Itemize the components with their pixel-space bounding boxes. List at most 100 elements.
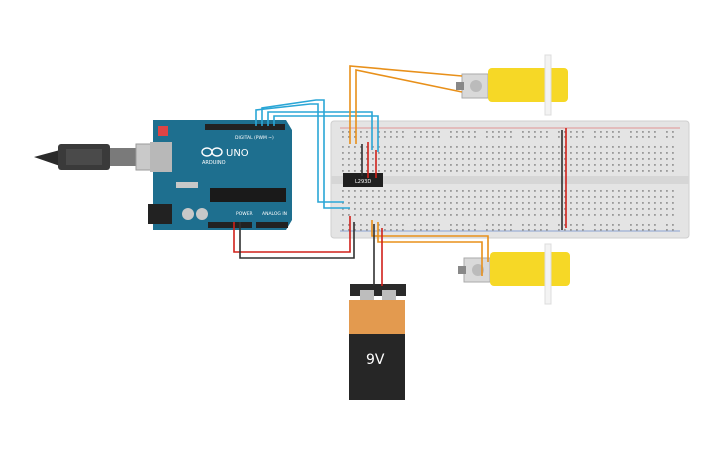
breadboard-hole[interactable] — [450, 214, 452, 216]
breadboard-hole[interactable] — [498, 131, 500, 133]
breadboard-hole[interactable] — [456, 164, 458, 166]
breadboard-hole[interactable] — [456, 136, 458, 138]
breadboard-hole[interactable] — [450, 131, 452, 133]
breadboard-hole[interactable] — [588, 158, 590, 160]
breadboard-hole[interactable] — [348, 202, 350, 204]
breadboard-hole[interactable] — [606, 136, 608, 138]
breadboard-hole[interactable] — [576, 136, 578, 138]
breadboard-hole[interactable] — [360, 131, 362, 133]
breadboard-hole[interactable] — [642, 164, 644, 166]
breadboard-hole[interactable] — [666, 224, 668, 226]
breadboard-hole[interactable] — [348, 224, 350, 226]
breadboard-hole[interactable] — [396, 164, 398, 166]
breadboard-hole[interactable] — [588, 190, 590, 192]
breadboard-hole[interactable] — [462, 131, 464, 133]
breadboard-hole[interactable] — [420, 229, 422, 231]
breadboard-hole[interactable] — [576, 229, 578, 231]
breadboard-hole[interactable] — [402, 158, 404, 160]
breadboard-hole[interactable] — [342, 196, 344, 198]
breadboard-hole[interactable] — [474, 229, 476, 231]
breadboard-hole[interactable] — [396, 170, 398, 172]
breadboard-hole[interactable] — [354, 196, 356, 198]
breadboard-hole[interactable] — [342, 131, 344, 133]
breadboard-hole[interactable] — [612, 152, 614, 154]
breadboard-hole[interactable] — [492, 202, 494, 204]
breadboard-hole[interactable] — [594, 152, 596, 154]
breadboard-hole[interactable] — [534, 164, 536, 166]
breadboard-hole[interactable] — [534, 196, 536, 198]
breadboard-hole[interactable] — [672, 208, 674, 210]
breadboard-hole[interactable] — [372, 170, 374, 172]
breadboard-hole[interactable] — [576, 208, 578, 210]
breadboard-hole[interactable] — [408, 202, 410, 204]
breadboard-hole[interactable] — [564, 131, 566, 133]
breadboard-hole[interactable] — [612, 146, 614, 148]
breadboard-hole[interactable] — [360, 146, 362, 148]
breadboard-hole[interactable] — [396, 202, 398, 204]
breadboard-hole[interactable] — [342, 208, 344, 210]
breadboard-hole[interactable] — [378, 229, 380, 231]
breadboard-hole[interactable] — [648, 131, 650, 133]
l293d-chip[interactable]: L293D — [343, 173, 383, 187]
breadboard-hole[interactable] — [606, 190, 608, 192]
breadboard-hole[interactable] — [666, 152, 668, 154]
breadboard-hole[interactable] — [456, 190, 458, 192]
breadboard-hole[interactable] — [480, 214, 482, 216]
breadboard-hole[interactable] — [372, 158, 374, 160]
breadboard-hole[interactable] — [456, 202, 458, 204]
breadboard-hole[interactable] — [636, 170, 638, 172]
breadboard-hole[interactable] — [372, 202, 374, 204]
breadboard-hole[interactable] — [378, 170, 380, 172]
breadboard-hole[interactable] — [414, 214, 416, 216]
breadboard-hole[interactable] — [648, 152, 650, 154]
breadboard-hole[interactable] — [498, 208, 500, 210]
breadboard-hole[interactable] — [570, 208, 572, 210]
breadboard-hole[interactable] — [672, 224, 674, 226]
breadboard-hole[interactable] — [468, 196, 470, 198]
breadboard-hole[interactable] — [582, 158, 584, 160]
breadboard-hole[interactable] — [492, 158, 494, 160]
breadboard-hole[interactable] — [594, 164, 596, 166]
breadboard-hole[interactable] — [642, 170, 644, 172]
breadboard-hole[interactable] — [360, 202, 362, 204]
breadboard-hole[interactable] — [522, 131, 524, 133]
breadboard-hole[interactable] — [498, 202, 500, 204]
breadboard-hole[interactable] — [510, 136, 512, 138]
breadboard-hole[interactable] — [672, 229, 674, 231]
breadboard-hole[interactable] — [636, 136, 638, 138]
breadboard-hole[interactable] — [594, 208, 596, 210]
breadboard-hole[interactable] — [444, 196, 446, 198]
breadboard-hole[interactable] — [462, 170, 464, 172]
breadboard[interactable] — [330, 120, 690, 239]
breadboard-hole[interactable] — [564, 146, 566, 148]
breadboard-hole[interactable] — [510, 146, 512, 148]
breadboard-hole[interactable] — [570, 196, 572, 198]
breadboard-hole[interactable] — [534, 224, 536, 226]
breadboard-hole[interactable] — [516, 164, 518, 166]
breadboard-hole[interactable] — [462, 196, 464, 198]
breadboard-hole[interactable] — [528, 146, 530, 148]
breadboard-hole[interactable] — [600, 170, 602, 172]
breadboard-hole[interactable] — [426, 190, 428, 192]
breadboard-hole[interactable] — [606, 229, 608, 231]
breadboard-hole[interactable] — [534, 136, 536, 138]
breadboard-hole[interactable] — [540, 164, 542, 166]
breadboard-hole[interactable] — [378, 224, 380, 226]
breadboard-hole[interactable] — [624, 164, 626, 166]
breadboard-hole[interactable] — [522, 196, 524, 198]
breadboard-hole[interactable] — [540, 224, 542, 226]
breadboard-hole[interactable] — [588, 196, 590, 198]
breadboard-hole[interactable] — [570, 146, 572, 148]
breadboard-hole[interactable] — [360, 136, 362, 138]
breadboard-hole[interactable] — [504, 164, 506, 166]
breadboard-hole[interactable] — [660, 152, 662, 154]
breadboard-hole[interactable] — [390, 190, 392, 192]
breadboard-hole[interactable] — [558, 131, 560, 133]
breadboard-hole[interactable] — [642, 196, 644, 198]
breadboard-hole[interactable] — [438, 190, 440, 192]
breadboard-hole[interactable] — [504, 146, 506, 148]
breadboard-hole[interactable] — [636, 146, 638, 148]
breadboard-hole[interactable] — [642, 202, 644, 204]
breadboard-hole[interactable] — [432, 136, 434, 138]
breadboard-hole[interactable] — [570, 190, 572, 192]
